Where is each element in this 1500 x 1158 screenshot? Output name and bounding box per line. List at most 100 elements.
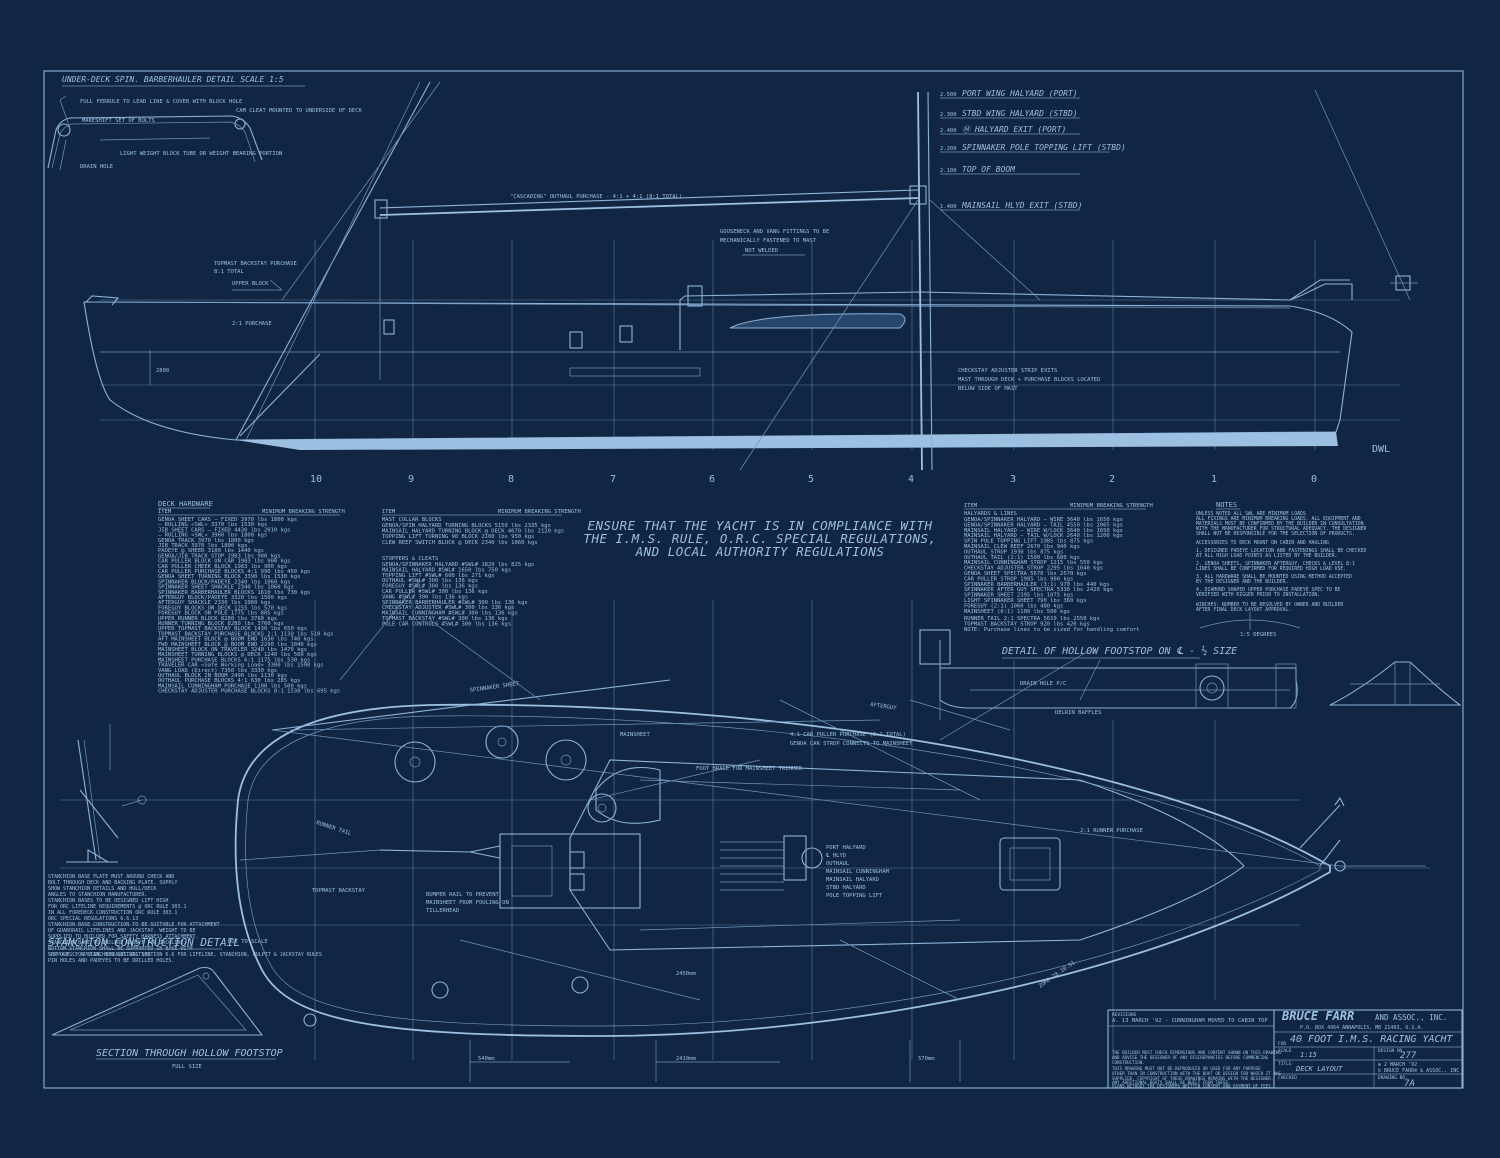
halyard-row: SPIN POLE TOPPING LIFT 1985 lbs 875 kgs [964, 539, 1093, 545]
footstop-section-title: SECTION THROUGH HOLLOW FOOTSTOP [96, 1048, 283, 1059]
halyard-row: OUTHAUL TAIL (2:1) 1500 lbs 680 kgs [964, 555, 1080, 561]
stanchion-note-line: STANCHION BASE PLATE MUST AROUND CHECK A… [48, 874, 174, 880]
deck-hardware-row: JIB SHEET CARS — FIXED 4430 lbs 2010 kgs [158, 527, 290, 533]
deck-label-bumpkin-3: TILLERHEAD [426, 908, 459, 914]
copyright: © BRUCE FARR® & ASSOC., INC [1378, 1068, 1459, 1074]
stanchion-note-line: ANGLES TO STANCHION MANUFACTURER. [48, 892, 147, 898]
drawing-no-value: 7A [1404, 1079, 1415, 1089]
side-profile: 2800 2.500 PORT WING HALYARD (PORT) 2.30… [83, 81, 1418, 485]
deck-hardware-row: FOREGUY BLOCK ON POLE 1775 lbs 805 kgs [158, 611, 284, 617]
stopper-row: VANG #SWL# 300 lbs 136 kgs [382, 594, 468, 600]
halyard-row: SPINNAKER AFTER GUY SPECTRA 5330 lbs 242… [964, 587, 1113, 593]
stopper-row: MAINSAIL HALYARD #SWL# 1650 lbs 750 kgs [382, 567, 511, 573]
halyard-exits: 2.500 PORT WING HALYARD (PORT) 2.300 STB… [940, 89, 1126, 211]
stopper-row: OUTHAUL #SWL# 300 lbs 136 kgs [382, 578, 478, 584]
companionway [499, 833, 641, 909]
deck-hardware-row: AFTERGUY BLOCK/PADEYE 3320 lbs 1500 kgs [158, 595, 287, 601]
barberhauler-detail-title: UNDER-DECK SPIN. BARBERHAULER DETAIL SCA… [62, 75, 284, 84]
deck-hardware-row: CAR PULLER BLOCK ON CAR 1983 lbs 900 kgs [158, 559, 290, 565]
deck-label-car-puller: 4:1 CAR PULLER PURCHASE (8:1 TOTAL) [790, 732, 906, 738]
halyard-exit-value: 2.300 [940, 112, 957, 118]
stanchion-note-line: STANCHION BASES TO BE DESIGNED LIFT HIGH [48, 898, 168, 904]
deck-label-car-puller-2: GENOA CAR STROP CONNECTS TO MAINSHEET [790, 741, 913, 747]
halyard-row: GENOA SHEET SPECTRA 5670 lbs 2570 kgs [964, 571, 1087, 577]
deck-hardware-row: MAINSHEET TURNING BLOCKS @ DECK 1240 lbs… [158, 652, 317, 658]
checkstay-note-1: CHECKSTAY ADJUSTER STRIP EXITS [958, 368, 1057, 374]
deck-plan: SPINNAKER SHEET AFTERGUY MAINSHEET RUNNE… [60, 579, 1430, 1082]
deck-hardware-row: GENOA SHEET CARS — FIXED 3970 lbs 1800 k… [158, 517, 297, 523]
stanchion-note-line: SHOW STANCHION DETAILS AND HULL/DECK [48, 886, 156, 892]
station-number: 0 [1311, 474, 1317, 485]
notes-line: ALL FIXINGS ARE MINIMUM BREAKING LOADS. … [1196, 516, 1361, 522]
notes-line: ACCESSORIES TO DECK MOUNT ON CABIN AND H… [1196, 540, 1329, 546]
notes-line: WITH THE MANUFACTURER FOR STRUCTURAL ADE… [1196, 526, 1367, 532]
deck-label-afterguy: AFTERGUY [870, 702, 898, 712]
fore-hatch [999, 837, 1061, 891]
stanchion-note-line: BOLT THROUGH DECK AND BACKING PLATE. SUP… [48, 880, 177, 886]
control-line-label: MAINSAIL HALYARD [826, 877, 879, 883]
stanchion-note-line: PIN HOLES AND PADEYES TO BE DRILLED HOLE… [48, 958, 174, 964]
winch [545, 739, 587, 781]
copyright-notice-line: THE BUILDER MUST CHECK DIMENSIONS AND CO… [1112, 1050, 1281, 1055]
deck-hardware-row: TOPMAST BACKSTAY PURCHASE BLOCKS 2:1 113… [158, 631, 334, 637]
notes-line: 1. DESIGNED PADEYE LOCATION AND FASTENIN… [1196, 548, 1367, 554]
halyard-exit-value: 2.500 [940, 92, 957, 98]
drawing-border [43, 70, 1464, 1089]
stopper-row: TOPPING LIFT #SWL# 600 lbs 271 kgs [382, 573, 495, 579]
cabin-profile [679, 283, 1353, 301]
halyard-row: TOPMAST BACKSTAY STROP 920 lbs 420 kgs [964, 621, 1090, 627]
station-number: 10 [310, 474, 322, 485]
mast-block-row: GENOA/SPIN HALYARD TURNING BLOCKS 5150 l… [382, 523, 551, 529]
mast-block-row: CLEW REEF SWITCH BLOCK @ DECK 2340 lbs 1… [382, 540, 538, 546]
deck-hardware-row: AFT MAINSHEET BLOCK @ BOOM END 1630 lbs … [158, 637, 314, 643]
deck-label-mainsheet: MAINSHEET [620, 732, 650, 738]
notes-line: AFTER FINAL DECK LAYOUT APPROVAL. [1196, 607, 1291, 613]
deck-hardware-row: AFTERGUY SHACKLE 2330 lbs 1060 kgs [158, 600, 271, 606]
title-label: TITLE [1278, 1061, 1292, 1067]
dimension-label: 570mm [918, 1056, 935, 1062]
stopper-row: CHECKSTAY ADJUSTER #SWL# 300 lbs 136 kgs [382, 605, 514, 611]
halyard-row: SPINNAKER SHEET 2395 lbs 1075 kgs [964, 593, 1073, 599]
barberhauler-label-1: FULL FERRULE TO LEAD LINE & COVER WITH B… [80, 99, 242, 105]
halyard-exit-label: STBD WING HALYARD (STBD) [962, 109, 1078, 118]
halyard-row: FOREGUY (2:1) 1060 lbs 480 kgs [964, 603, 1063, 609]
deck-outline [234, 703, 1331, 1037]
stanchion-note-line: IN ALL FOREDECK CONSTRUCTION ORC RULE 30… [48, 910, 177, 916]
stopper-row: FOREGUY #SWL# 300 lbs 136 kgs [382, 584, 478, 590]
mast-blocks-header-item: ITEM [382, 509, 396, 515]
notes-line: 4. DIAMOND SHAPED UPPER PURCHASE PADEYE … [1196, 587, 1341, 593]
halyard-row: MAINSAIL HALYARD — WIRE W/LOCK 3640 lbs … [964, 528, 1123, 534]
copyright-notice-line: SUPPLIED. COPYRIGHT OF THESE DRAWINGS RE… [1112, 1076, 1273, 1081]
deck-hardware-row: CAR PULLER PURCHASE BLOCKS 4:1 990 lbs 4… [158, 569, 310, 575]
station-number: 4 [908, 474, 914, 485]
scale-value: 1:15 [1300, 1051, 1317, 1059]
firm-subtitle: AND ASSOC., INC. [1375, 1013, 1447, 1022]
deck-label-runner-tail: RUNNER TAIL [315, 820, 352, 837]
gooseneck-note-1: GOOSENECK AND VANG FITTINGS TO BE [720, 229, 829, 235]
control-line-label: MAINSAIL CUNNINGHAM [826, 869, 890, 875]
topmast-purchase-total: 8:1 TOTAL [214, 269, 244, 275]
station-number: 1 [1211, 474, 1217, 485]
halyards-note: NOTE: Purchase lines to be sized for han… [964, 627, 1140, 633]
station-numbers: 10 9 8 7 6 5 4 3 2 1 0 [310, 474, 1317, 485]
deck-hardware-row: UPPER TOPMAST BACKSTAY BLOCK 1430 lbs 65… [158, 626, 307, 632]
deck-hardware-row: TRAVELER CAR «Safe Working Load» 3300 lb… [158, 663, 324, 669]
deck-hardware-row: RUNNER TURNING BLOCK 8280 lbs 3760 kgs [158, 621, 284, 627]
halyard-exit-label: PORT WING HALYARD (PORT) [962, 89, 1078, 98]
deck-hardware-row: MAINSHEET PURCHASE BLOCKS 6:1 1175 lbs 5… [158, 657, 310, 663]
notes-line: 3. ALL HARDWARE SHALL BE MOUNTED USING M… [1196, 574, 1352, 580]
deck-label-footbrace: FOOT BRACE FOR MAINSHEET TRIMMER [696, 766, 803, 772]
control-line-label: STBD HALYARD [826, 885, 866, 891]
stanchion-note-line: ORC SPECIAL REGULATIONS 6.6.13 [48, 916, 138, 922]
notes-line: UNLESS NOTED ALL SWL ARE MINIMUM LOADS [1196, 511, 1306, 517]
deck-hardware-row: SPINNAKER SHEET SHACKLE 2340 lbs 1060 kg… [158, 585, 294, 591]
notes-line: 2. GENOA SHEETS, SPINNAKER AFTERGUY, CHE… [1196, 561, 1355, 567]
spinnaker-sheet-line [271, 679, 671, 731]
deck-label-bumpkin-2: MAINSHEET FROM FOULING ON [426, 900, 509, 906]
topmast-purchase-label: TOPMAST BACKSTAY PURCHASE [214, 261, 297, 267]
stopper-row: GENOA/SPINNAKER HALYARD #SWL# 1820 lbs 8… [382, 562, 534, 568]
footstop-drain-label: DRAIN HOLE P/C [1020, 681, 1066, 687]
halyard-exit-value: 2.400 [940, 128, 957, 134]
stopper-row: POLE CAR CONTROLS #SWL# 300 lbs 136 kgs [382, 621, 511, 627]
